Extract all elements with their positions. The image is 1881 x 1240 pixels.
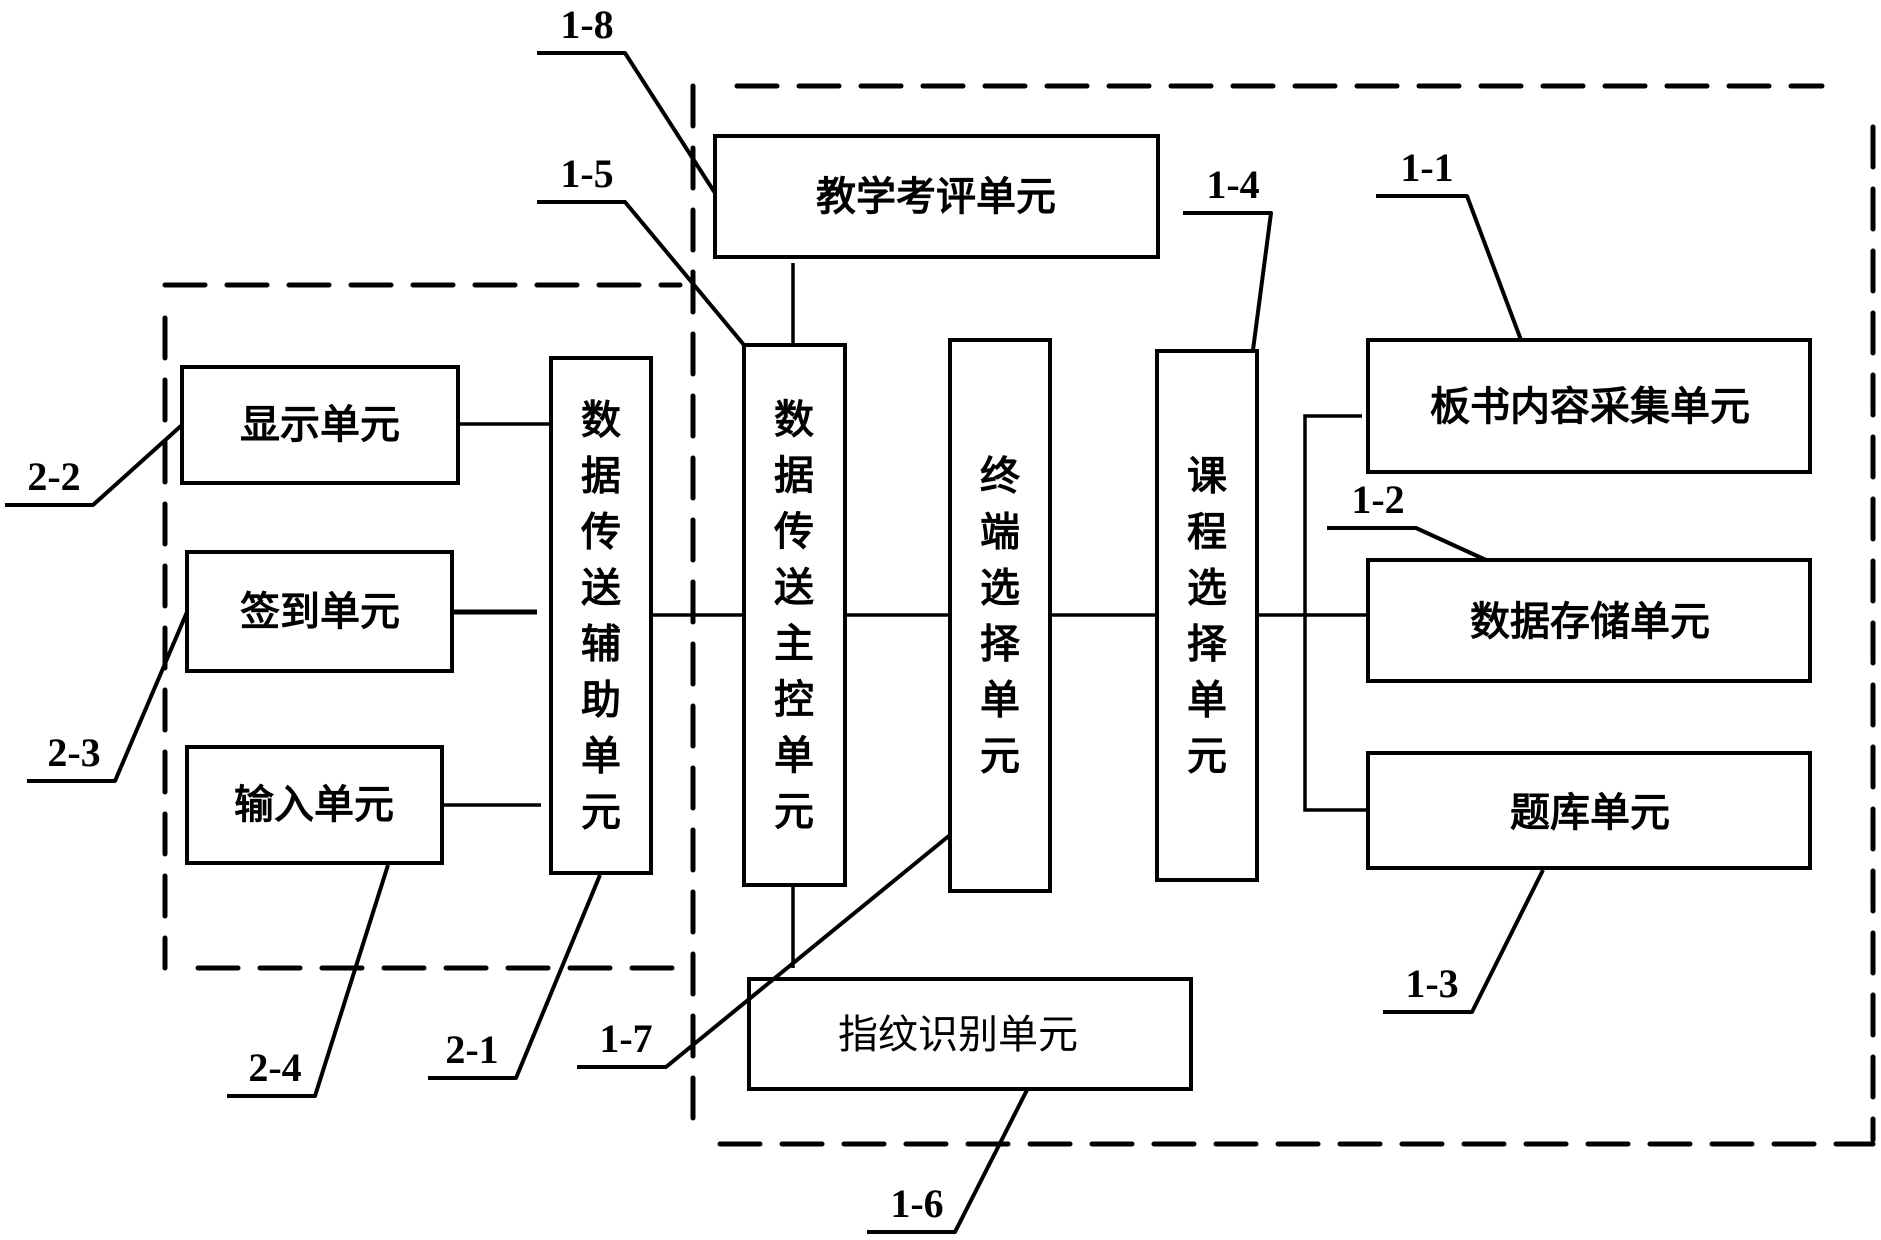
- vertical-label-char: 课: [1187, 454, 1228, 500]
- terminal-group-boundary: [162, 282, 696, 971]
- vertical-label-char: 择: [980, 622, 1021, 668]
- svg-text:2-1: 2-1: [445, 1027, 498, 1072]
- unit-blackboard-label: 板书内容采集单元: [1430, 384, 1750, 430]
- ref-2-1: 2-1: [428, 874, 602, 1080]
- svg-text:2-4: 2-4: [248, 1045, 301, 1090]
- unit-question-bank: 题库单元: [1366, 751, 1812, 870]
- vertical-label-char: 单: [774, 733, 814, 779]
- vertical-label-char: 元: [980, 734, 1020, 780]
- vertical-label-char: 送: [581, 566, 621, 612]
- unit-input: 输入单元: [185, 745, 444, 865]
- wire-bus-blackboard-bank: [1303, 414, 1368, 812]
- unit-question-bank-label: 题库单元: [1510, 790, 1670, 836]
- vertical-label-char: 元: [581, 790, 621, 836]
- ref-2-3: 2-3: [27, 611, 189, 783]
- ref-1-6: 1-6: [867, 1089, 1029, 1234]
- vertical-label-char: 端: [980, 510, 1020, 556]
- unit-storage: 数据存储单元: [1366, 558, 1812, 683]
- vertical-label-char: 数: [581, 398, 621, 444]
- ref-2-2: 2-2: [5, 423, 184, 507]
- ref-1-2: 1-2: [1327, 477, 1487, 562]
- ref-1-4: 1-4: [1183, 162, 1273, 351]
- vertical-label-char: 主: [774, 621, 814, 667]
- unit-storage-label: 数据存储单元: [1470, 599, 1710, 645]
- vertical-label-char: 助: [581, 678, 621, 724]
- ref-1-1: 1-1: [1376, 145, 1523, 341]
- vertical-label-char: 单: [1187, 678, 1227, 724]
- vertical-label-char: 送: [774, 565, 814, 611]
- vertical-label-char: 选: [1187, 566, 1227, 612]
- vertical-label-char: 终: [980, 454, 1021, 500]
- vertical-label-char: 据: [774, 453, 814, 499]
- unit-evaluation-label: 教学考评单元: [816, 174, 1056, 220]
- unit-display: 显示单元: [180, 365, 460, 485]
- vertical-label-char: 传: [580, 510, 621, 556]
- svg-text:1-2: 1-2: [1351, 477, 1404, 522]
- vertical-label-char: 辅: [581, 622, 621, 668]
- svg-text:2-3: 2-3: [47, 730, 100, 775]
- vertical-label-char: 控: [774, 677, 814, 723]
- svg-text:1-1: 1-1: [1400, 145, 1453, 190]
- vertical-label-char: 数: [774, 397, 814, 443]
- unit-blackboard: 板书内容采集单元: [1366, 338, 1812, 474]
- svg-text:1-4: 1-4: [1206, 162, 1259, 207]
- unit-fingerprint: 指纹识别单元: [747, 977, 1193, 1091]
- unit-signin: 签到单元: [185, 550, 454, 673]
- ref-2-4: 2-4: [227, 864, 390, 1098]
- connectors: [442, 263, 1368, 968]
- ref-1-3: 1-3: [1383, 869, 1545, 1014]
- vertical-label-char: 单: [581, 734, 621, 780]
- unit-fingerprint-label: 指纹识别单元: [838, 1012, 1078, 1058]
- unit-input-label: 输入单元: [234, 782, 394, 828]
- vertical-label-char: 择: [1187, 622, 1228, 668]
- vertical-label-char: 程: [1187, 510, 1227, 556]
- vertical-label-char: 据: [581, 454, 621, 500]
- vertical-label-char: 选: [980, 566, 1020, 612]
- svg-text:1-5: 1-5: [560, 151, 613, 196]
- ref-1-5: 1-5: [537, 151, 746, 347]
- vertical-label-char: 元: [1187, 734, 1227, 780]
- unit-display-label: 显示单元: [240, 402, 400, 448]
- vertical-label-char: 元: [774, 789, 814, 835]
- vertical-label-char: 单: [980, 678, 1020, 724]
- svg-text:1-7: 1-7: [599, 1016, 652, 1061]
- server-group-boundary: [690, 83, 1876, 1147]
- ref-1-7: 1-7: [577, 833, 952, 1069]
- unit-signin-label: 签到单元: [240, 589, 400, 635]
- unit-evaluation: 教学考评单元: [713, 134, 1160, 259]
- ref-1-8: 1-8: [537, 2, 717, 195]
- svg-text:1-6: 1-6: [890, 1181, 943, 1226]
- svg-text:1-8: 1-8: [560, 2, 613, 47]
- svg-text:1-3: 1-3: [1405, 961, 1458, 1006]
- vertical-label-char: 传: [773, 509, 814, 555]
- svg-text:2-2: 2-2: [27, 454, 80, 499]
